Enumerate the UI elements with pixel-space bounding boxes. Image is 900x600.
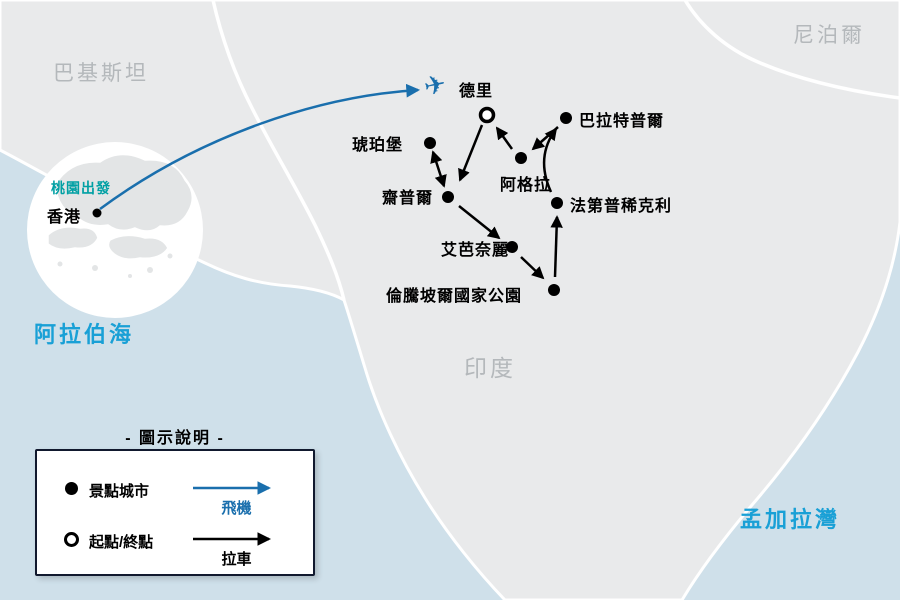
label-departure-note: 桃園出發 <box>51 180 111 196</box>
city-label-jaipur: 齋普爾 <box>382 190 434 207</box>
city-label-bharatpur: 巴拉特普爾 <box>579 113 665 130</box>
delhi-marker <box>478 106 496 124</box>
legend-bus-label: 拉車 <box>221 551 252 568</box>
bharatpur-marker <box>560 112 572 124</box>
ranthambore-marker <box>548 284 560 296</box>
arrow-agra-delhi <box>495 126 514 150</box>
label-india: 印度 <box>464 355 516 381</box>
legend-bus-arrow-icon <box>193 532 272 546</box>
arrow-fatehpur-bharatpur <box>542 127 558 193</box>
legend-box: 景點城市 飛機 起點/終點 拉車 <box>35 449 315 576</box>
nepal-india-border <box>683 0 900 100</box>
arrow-jaipur-abhaneri <box>458 205 501 240</box>
city-label-amber-fort: 琥珀堡 <box>352 137 404 154</box>
label-bay-of-bengal: 孟加拉灣 <box>740 507 841 532</box>
hong-kong-marker <box>92 208 102 218</box>
flight-arrow-hongkong-delhi <box>99 83 421 211</box>
label-nepal: 尼泊爾 <box>793 24 865 47</box>
amber-fort-marker <box>424 137 436 149</box>
arrow-bharatpur-agra <box>531 126 559 151</box>
fatehpur-sikri-marker <box>551 197 563 209</box>
bus-route-arrows <box>430 124 563 280</box>
arrow-jaipur-amber-fort-both <box>430 150 447 188</box>
legend-attraction-label: 景點城市 <box>89 483 150 500</box>
city-label-fatehpur-sikri: 法第普稀克利 <box>570 198 673 215</box>
legend-terminal-label: 起點/終點 <box>89 534 154 551</box>
hong-kong-inset <box>27 142 203 318</box>
legend-terminal-circle-icon <box>64 532 79 547</box>
agra-marker <box>515 152 527 164</box>
jaipur-marker <box>442 191 454 203</box>
legend-attraction-dot-icon <box>65 482 78 495</box>
city-label-delhi: 德里 <box>459 83 494 100</box>
label-pakistan: 巴基斯坦 <box>53 62 149 85</box>
arrow-ranthambore-fatehpur <box>550 215 563 278</box>
legend-flight-arrow-icon <box>193 481 272 495</box>
label-arabian-sea: 阿拉伯海 <box>34 322 135 347</box>
city-label-ranthambore: 倫騰坡爾國家公園 <box>386 288 523 305</box>
legend-title: - 圖示說明 - <box>125 430 225 447</box>
label-hong-kong: 香港 <box>47 209 82 226</box>
arrow-delhi-jaipur <box>458 124 484 182</box>
city-label-agra: 阿格拉 <box>500 177 552 194</box>
abhaneri-marker <box>506 241 518 253</box>
city-markers <box>424 106 572 296</box>
pakistan-india-border <box>211 0 346 301</box>
arrow-abhaneri-ranthambore <box>520 256 545 280</box>
legend-flight-label: 飛機 <box>221 500 252 517</box>
city-label-abhaneri: 艾芭奈麗 <box>441 242 510 259</box>
